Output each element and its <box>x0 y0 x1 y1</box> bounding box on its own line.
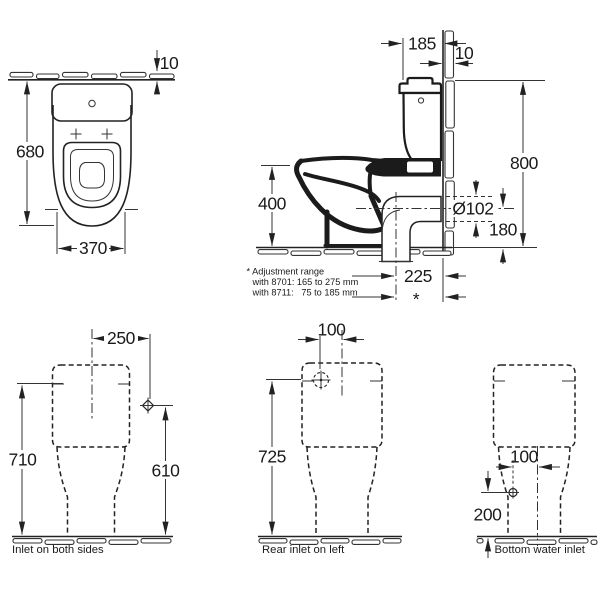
dim-rear-inlet-offset: 100 <box>298 320 364 369</box>
toilet-plan-outline <box>51 83 133 227</box>
front-view-rear-inlet: 100 725 Rear inlet on left <box>255 320 402 556</box>
floor <box>258 535 402 545</box>
pedestal-left <box>56 446 69 536</box>
adjustment-range-note: * Adjustment range with 8701: 165 to 275… <box>247 267 359 298</box>
cistern-outline <box>492 364 576 448</box>
dim-inlet-height: 725 <box>255 379 301 535</box>
dim-rim-height: 400 <box>255 165 290 247</box>
cistern-outline <box>51 364 131 448</box>
dim-bottom-inlet-height: 200 <box>474 471 508 558</box>
cistern-lid <box>398 76 443 95</box>
dim-label: 680 <box>16 142 45 162</box>
pedestal-right <box>367 446 378 536</box>
dim-label: 225 <box>404 266 432 286</box>
dim-label: 180 <box>489 220 518 240</box>
caption: Bottom water inlet <box>495 544 586 556</box>
side-inlet-marker <box>140 397 156 414</box>
dim-plan-depth: 680 <box>14 81 54 226</box>
flush-button-icon <box>88 99 96 108</box>
dim-total-height: 800 <box>455 80 545 247</box>
toilet-side-profile <box>294 76 514 302</box>
pedestal-right <box>113 446 126 536</box>
dim-label: 710 <box>9 450 38 470</box>
dim-label: Ø102 <box>452 199 493 219</box>
rear-inlet-marker <box>311 370 331 390</box>
dim-label: 800 <box>510 153 539 173</box>
dim-label: 10 <box>160 53 179 73</box>
dim-plan-wall-thickness: 10 <box>153 50 179 95</box>
seat-hinge-marks <box>70 128 113 140</box>
side-view: 185 10 800 400 Ø102 <box>247 30 545 309</box>
dim-outlet-height: 180 <box>489 188 518 264</box>
dim-inlet-height: 610 <box>149 405 182 535</box>
cistern-screw-icon <box>417 97 425 104</box>
dim-bottom-inlet-offset: 100 <box>496 447 560 486</box>
note-line-3: with 8711: 75 to 185 mm <box>252 288 358 298</box>
dim-label: 370 <box>79 238 108 258</box>
bottom-inlet-marker <box>507 486 519 499</box>
note-line-1: * Adjustment range <box>247 267 325 277</box>
wall-tiles <box>444 30 455 256</box>
asterisk-mark: * <box>413 289 420 309</box>
dim-plan-width: 370 <box>45 209 138 258</box>
pedestal-left <box>497 446 509 536</box>
seat-outer-plan <box>62 141 122 209</box>
dim-label: 10 <box>455 43 474 63</box>
dim-outlet-offset: 225 * <box>352 258 466 309</box>
note-line-2: with 8701: 165 to 275 mm <box>252 277 359 287</box>
dim-label: 250 <box>107 328 136 348</box>
floor <box>476 535 598 545</box>
bowl-body-plan <box>52 105 132 227</box>
caption: Rear inlet on left <box>262 544 345 556</box>
floor-tiles <box>257 249 452 256</box>
plan-view: 10 680 370 <box>8 50 179 258</box>
dim-label: 610 <box>152 461 181 481</box>
dim-label: 725 <box>258 447 286 467</box>
drain-hole-plan <box>79 162 105 189</box>
dim-side-inlet-offset: 250 <box>93 328 151 399</box>
dim-cistern-depth: 185 <box>381 34 466 80</box>
floor <box>12 535 173 545</box>
front-view-inlet-sides: 250 710 610 Inlet on both sides <box>6 328 182 556</box>
caption: Inlet on both sides <box>12 544 104 556</box>
cistern-plan <box>51 83 133 122</box>
cistern-outline <box>301 362 383 448</box>
pedestal-right <box>559 446 571 536</box>
wall-tiles <box>8 71 175 81</box>
dim-total-height: 710 <box>6 383 63 535</box>
dim-label: 100 <box>510 447 539 467</box>
wall <box>442 30 455 256</box>
dim-label: 100 <box>318 320 347 340</box>
dim-outlet-diameter: Ø102 <box>451 180 496 238</box>
dim-label: 185 <box>408 34 436 54</box>
front-view-bottom-inlet: 100 200 Bottom water inlet <box>474 364 598 558</box>
dim-label: 200 <box>474 505 503 525</box>
flush-valve <box>407 161 433 173</box>
bowl-rim-plan <box>70 149 114 202</box>
dim-wall-thickness: 10 <box>420 43 474 67</box>
dim-label: 400 <box>258 194 287 214</box>
pedestal-left <box>306 446 317 536</box>
